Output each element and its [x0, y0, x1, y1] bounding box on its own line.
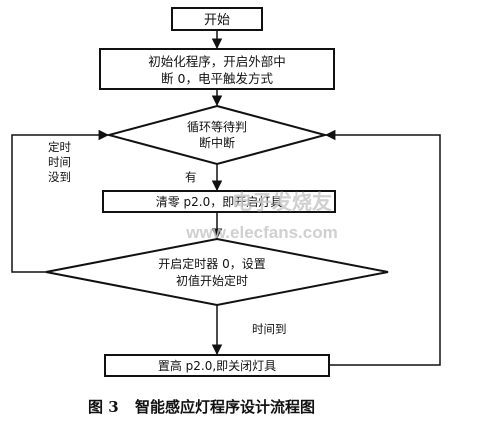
- figure-caption: 图 3 智能感应灯程序设计流程图: [88, 398, 315, 416]
- caption-figure-no: 图 3: [88, 398, 119, 416]
- wait-line-1: 循环等待判: [187, 120, 247, 134]
- wait-line-2: 断中断: [199, 135, 235, 150]
- watermark-brand: 电子发烧友: [232, 190, 332, 214]
- loop-back-line: [324, 129, 441, 366]
- clear-label: 清零 p2.0，即开启灯具: [156, 195, 283, 209]
- timeout-line-2: 时间: [48, 155, 71, 169]
- caption-title: 智能感应灯程序设计流程图: [135, 398, 315, 416]
- set-label: 置高 p2.0,即关闭灯具: [158, 358, 276, 373]
- watermark: 电子发烧友 www.elecfans.com: [185, 190, 337, 242]
- timeup-label: 时间到: [252, 322, 287, 336]
- init-line-1: 初始化程序，开启外部中: [148, 54, 286, 69]
- timeout-line-1: 定时: [48, 140, 71, 154]
- timer-line-1: 开启定时器 0，设置: [158, 256, 265, 271]
- timer-decision: 开启定时器 0，设置 初值开始定时: [45, 237, 389, 307]
- timer-line-2: 初值开始定时: [176, 273, 248, 288]
- init-node: 初始化程序，开启外部中 断 0，电平触发方式: [99, 48, 335, 90]
- timeout-line-3: 没到: [48, 170, 71, 184]
- start-label: 开始: [204, 13, 230, 28]
- watermark-url: www.elecfans.com: [185, 223, 337, 242]
- timeout-loop-line: [11, 129, 110, 273]
- start-node: 开始: [171, 7, 263, 31]
- set-node: 置高 p2.0,即关闭灯具: [104, 354, 330, 377]
- wait-decision: 循环等待判 断中断: [105, 104, 329, 166]
- init-line-2: 断 0，电平触发方式: [161, 71, 273, 86]
- yes-label: 有: [185, 170, 197, 184]
- clear-node: 清零 p2.0，即开启灯具: [102, 190, 336, 213]
